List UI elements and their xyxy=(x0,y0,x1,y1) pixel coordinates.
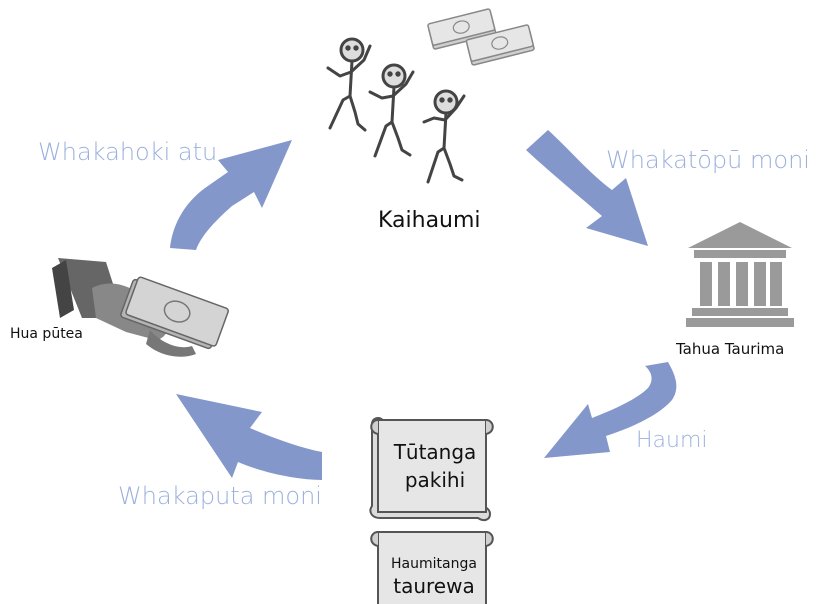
debt-label-line1: Haumitanga xyxy=(391,556,477,572)
hand-with-money-icon xyxy=(52,258,229,357)
arrow-produce xyxy=(176,394,322,480)
debt-label-line2: taurewa xyxy=(393,574,475,598)
scroll-icon-2 xyxy=(370,531,494,604)
bank-building-icon xyxy=(686,222,794,327)
business-label-line1: Tūtanga xyxy=(393,440,477,464)
arrow-pool xyxy=(526,130,648,246)
arrow-return xyxy=(170,140,292,250)
arrow-invest xyxy=(544,362,677,458)
invest-arrow-label: Haumi xyxy=(636,428,708,453)
pool-arrow-label: Whakatōpū moni xyxy=(606,146,810,174)
produce-arrow-label: Whakaputa moni xyxy=(118,482,322,510)
returns-label: Hua pūtea xyxy=(10,326,83,342)
cash-stack-icon xyxy=(427,8,535,66)
investors-label: Kaihaumi xyxy=(378,208,481,233)
business-label-line2: pakihi xyxy=(404,468,466,492)
return-arrow-label: Whakahoki atu xyxy=(38,138,218,166)
fund-label: Tahua Taurima xyxy=(676,340,785,358)
scroll-icon xyxy=(369,417,494,522)
stick-figures-icon xyxy=(326,37,466,184)
